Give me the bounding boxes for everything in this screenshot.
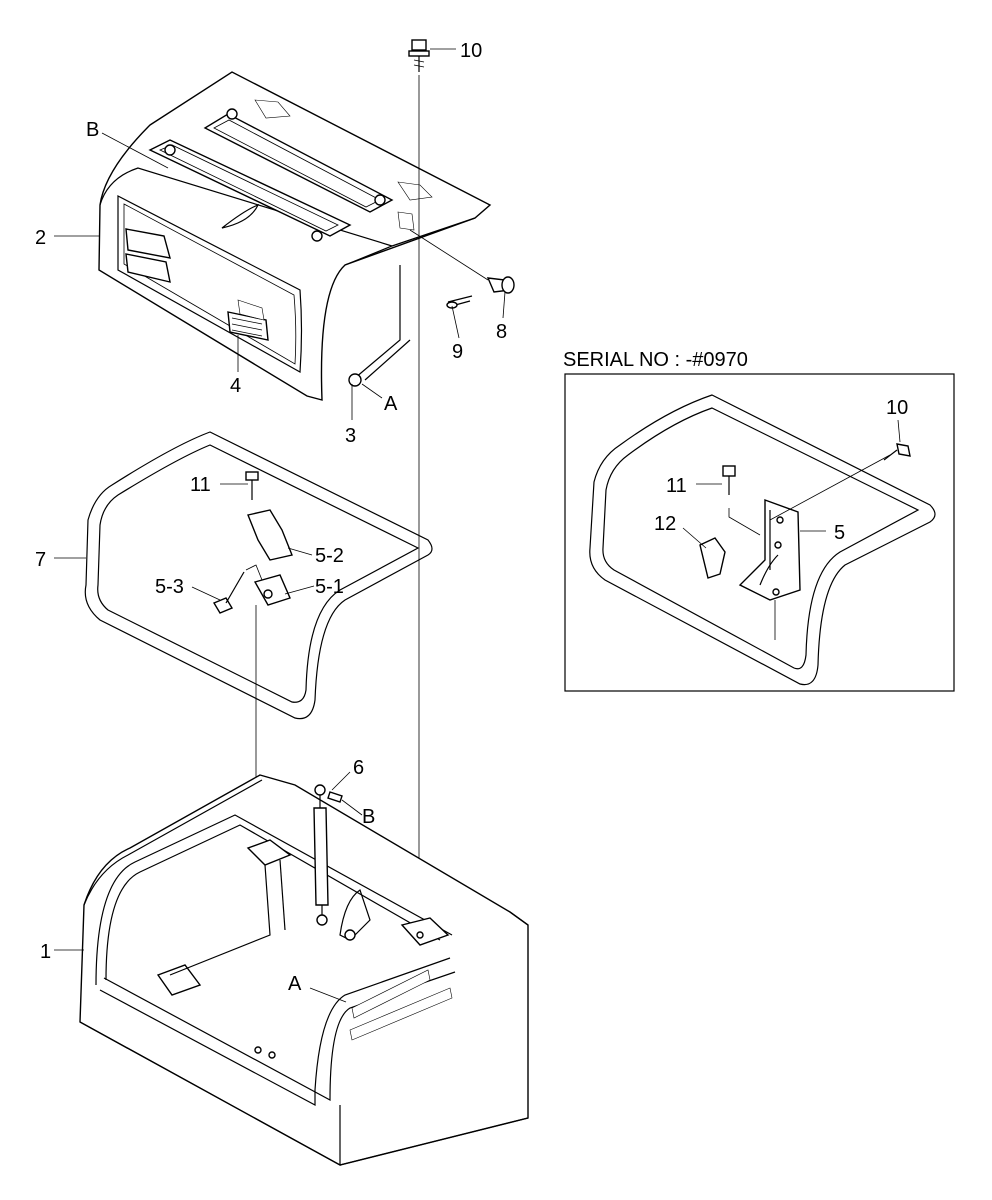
- callout-5-1: 5-1: [315, 576, 344, 598]
- callout-2: 2: [35, 227, 46, 249]
- top-cover-part-2: [98, 71, 515, 401]
- callout-A-bottom: A: [288, 973, 302, 995]
- serial-number-title: SERIAL NO : -#0970: [563, 349, 748, 371]
- callout-1: 1: [40, 941, 51, 963]
- bolt-part-10: [408, 39, 430, 930]
- callout-7: 7: [35, 549, 46, 571]
- callout-11: 11: [190, 474, 211, 496]
- inset-callout-11: 11: [666, 475, 687, 497]
- callout-3: 3: [345, 425, 356, 447]
- serial-inset: [564, 373, 955, 692]
- callout-5-3: 5-3: [155, 576, 184, 598]
- hinge-parts-5: [212, 471, 293, 1050]
- inset-callout-12: 12: [654, 513, 676, 535]
- leader-lines: [54, 48, 901, 1003]
- frame-part-7: [84, 431, 433, 720]
- callout-labels: 10 B 2 8 9 4 A 3 11 5-2 7 5-3 5-1 6 B 1 …: [35, 40, 908, 995]
- inset-callout-5: 5: [834, 522, 845, 544]
- callout-B-bottom: B: [362, 806, 375, 828]
- callout-4: 4: [230, 375, 241, 397]
- callout-9: 9: [452, 341, 463, 363]
- gas-spring-part-6: [313, 784, 371, 941]
- callout-6: 6: [353, 757, 364, 779]
- inset-callout-10: 10: [886, 397, 908, 419]
- base-part-1: [79, 774, 529, 1167]
- callout-8: 8: [496, 321, 507, 343]
- callout-5-2: 5-2: [315, 545, 344, 567]
- callout-A-top: A: [384, 393, 398, 415]
- callout-B-top: B: [86, 119, 99, 141]
- callout-10: 10: [460, 40, 482, 62]
